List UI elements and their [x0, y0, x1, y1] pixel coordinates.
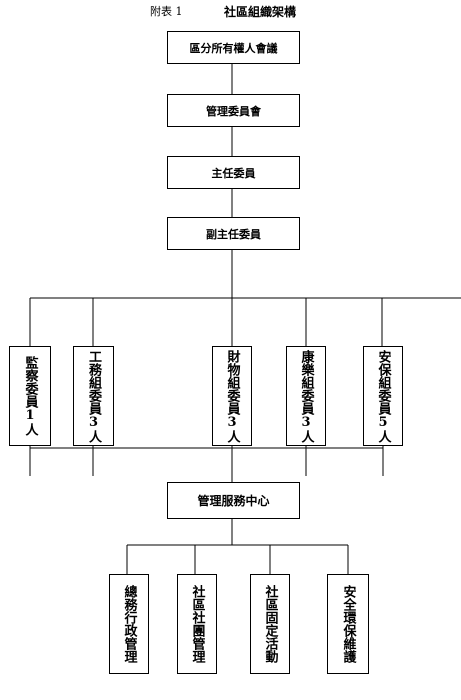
department-box-activities: 社區固定活動 [250, 574, 290, 674]
chairperson-box: 主任委員 [167, 156, 300, 189]
committee-box-recreation: 康樂組委員3人 [286, 346, 326, 446]
department-label-clubs: 社區社團管理 [189, 585, 205, 663]
service-center-label: 管理服務中心 [197, 494, 270, 508]
committee-box-security: 安保組委員5人 [363, 346, 403, 446]
committee-box-finance: 財物組委員3人 [212, 346, 252, 446]
owners-assembly-label: 區分所有權人會議 [189, 41, 278, 55]
appendix-label: 附表 1 [150, 5, 183, 18]
committee-label-recreation: 康樂組委員3人 [298, 349, 314, 443]
department-label-activities: 社區固定活動 [262, 585, 278, 663]
committee-box-supervisor: 監察委員1人 [9, 346, 51, 446]
department-label-admin: 總務行政管理 [121, 585, 137, 663]
owners-assembly-box: 區分所有權人會議 [167, 31, 300, 64]
management-committee-label: 管理委員會 [206, 104, 261, 118]
chairperson-label: 主任委員 [211, 166, 256, 180]
management-committee-box: 管理委員會 [167, 94, 300, 127]
vice-chairperson-label: 副主任委員 [206, 227, 261, 241]
vice-chairperson-box: 副主任委員 [167, 217, 300, 250]
service-center-box: 管理服務中心 [167, 482, 300, 519]
diagram-title: 社區組織架構 [224, 5, 297, 19]
committee-box-works: 工務組委員3人 [73, 346, 114, 446]
department-box-clubs: 社區社團管理 [177, 574, 217, 674]
committee-label-works: 工務組委員3人 [86, 349, 101, 443]
committee-label-finance: 財物組委員3人 [224, 349, 240, 443]
committee-label-security: 安保組委員5人 [375, 349, 391, 443]
department-label-safety: 安全環保維護 [340, 585, 356, 663]
department-box-safety: 安全環保維護 [327, 574, 369, 674]
department-box-admin: 總務行政管理 [109, 574, 149, 674]
committee-label-supervisor: 監察委員1人 [22, 356, 38, 436]
